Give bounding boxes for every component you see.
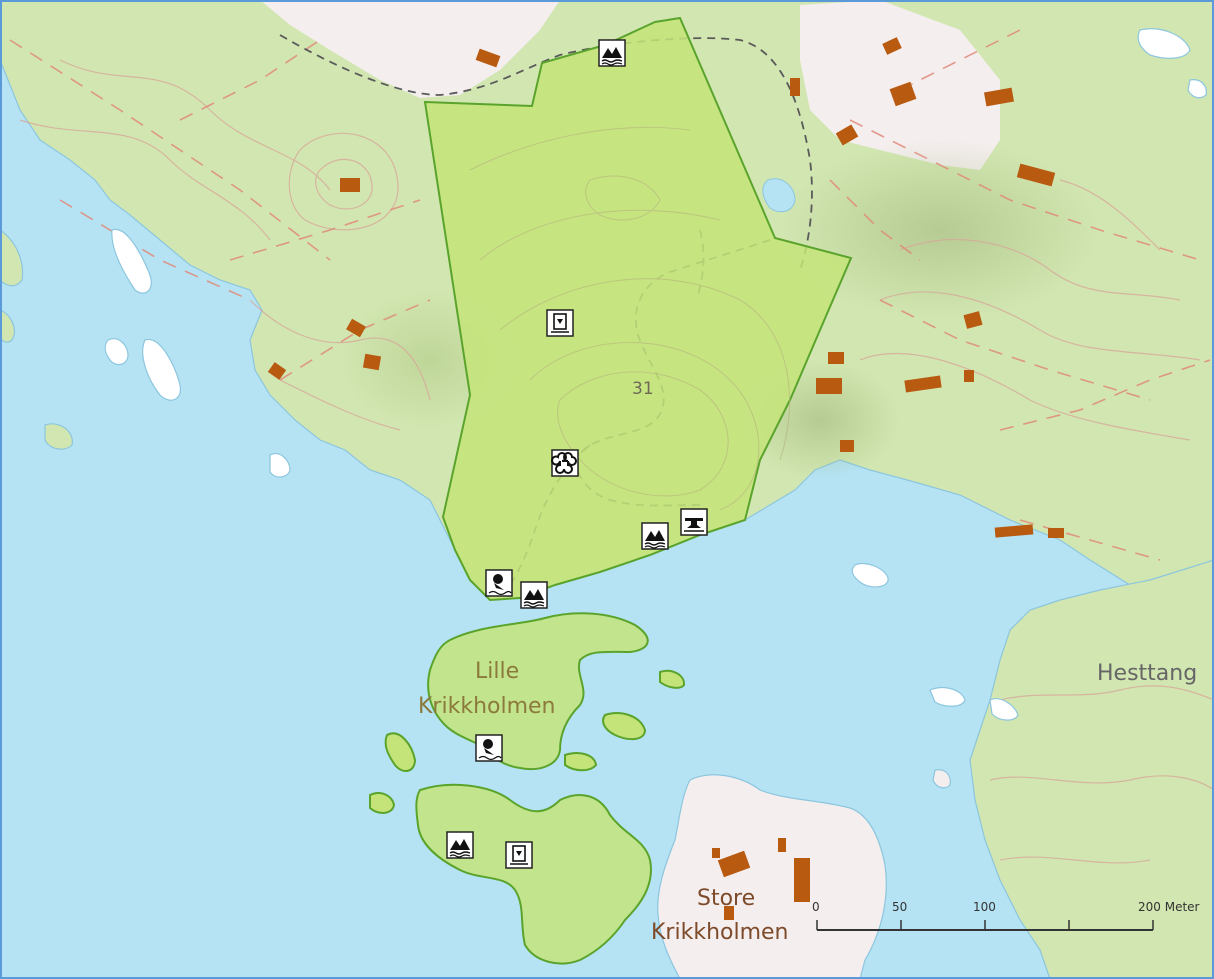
landscape-icon[interactable] bbox=[641, 522, 669, 550]
small-lake bbox=[762, 178, 796, 213]
place-label-lille[interactable]: Lille bbox=[475, 659, 519, 684]
island-lille-krikkholmen[interactable] bbox=[427, 612, 649, 770]
reserve-contours bbox=[469, 126, 791, 511]
place-label-hesttang[interactable]: Hesttang bbox=[1097, 661, 1197, 686]
islet-green bbox=[564, 752, 598, 772]
scale-tick-50: 50 bbox=[892, 900, 907, 914]
islet-green bbox=[369, 792, 396, 814]
anvil-icon[interactable] bbox=[680, 508, 708, 536]
icons-layer bbox=[446, 39, 708, 869]
island-south[interactable] bbox=[415, 783, 652, 965]
small-green-islets bbox=[0, 229, 73, 450]
cave-icon[interactable] bbox=[551, 449, 579, 477]
landscape-icon[interactable] bbox=[520, 581, 548, 609]
bird-icon[interactable] bbox=[485, 569, 513, 597]
islet-green bbox=[384, 732, 417, 772]
place-label-store-krikkholmen[interactable]: Krikkholmen bbox=[651, 920, 789, 945]
islet bbox=[932, 769, 951, 789]
scale-tick-0: 0 bbox=[812, 900, 820, 914]
nature-reserve-area[interactable] bbox=[423, 16, 853, 602]
islets bbox=[104, 28, 1207, 721]
scale-tick-200: 200 Meter bbox=[1138, 900, 1200, 914]
contour-label: 31 bbox=[632, 379, 654, 399]
place-label-store[interactable]: Store bbox=[697, 886, 755, 911]
hill-shade bbox=[780, 140, 1100, 320]
land-hesttang bbox=[969, 559, 1214, 979]
open-land-north bbox=[260, 0, 560, 98]
bird-icon[interactable] bbox=[475, 734, 503, 762]
landscape-icon[interactable] bbox=[446, 831, 474, 859]
tower-icon[interactable] bbox=[505, 841, 533, 869]
islet-green bbox=[659, 669, 686, 689]
islet-green bbox=[602, 712, 647, 741]
scale-tick-100: 100 bbox=[973, 900, 996, 914]
contour-lines bbox=[19, 59, 1214, 864]
scale-bar: 0 50 100 200 Meter bbox=[812, 900, 1200, 931]
place-label-lille-krikkholmen[interactable]: Krikkholmen bbox=[418, 694, 556, 719]
buildings bbox=[267, 37, 1064, 920]
tower-icon[interactable] bbox=[546, 309, 574, 337]
landscape-icon[interactable] bbox=[598, 39, 626, 67]
island-store-krikkholmen[interactable] bbox=[657, 774, 887, 979]
